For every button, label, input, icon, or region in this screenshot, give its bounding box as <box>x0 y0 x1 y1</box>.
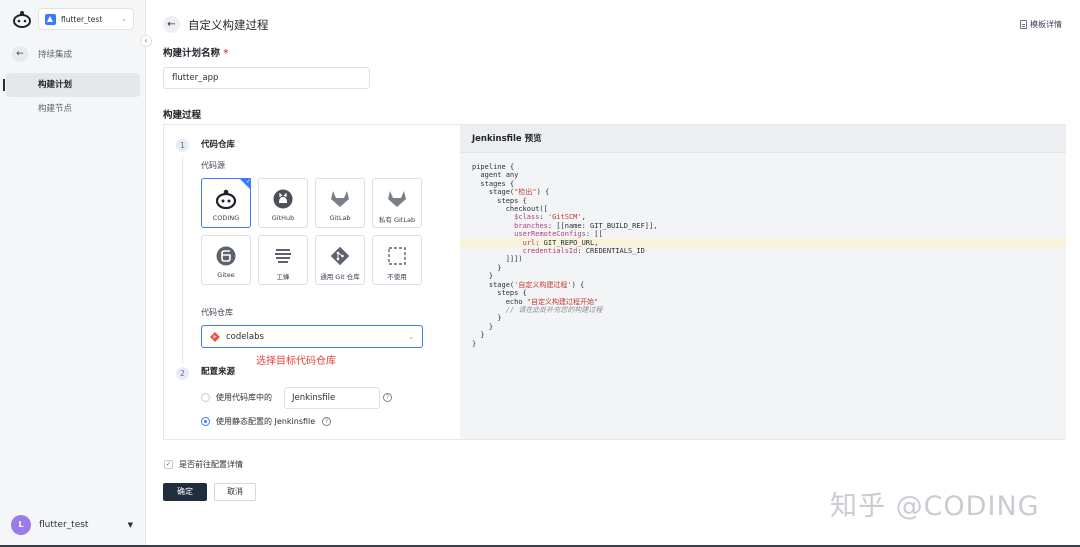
watermark: 知乎 @CODING <box>830 491 1040 522</box>
sidebar-item-build-nodes[interactable]: 构建节点 <box>6 97 140 121</box>
jenkinsfile-preview-pane: Jenkinsfile 预览 pipeline { agent any stag… <box>460 125 1066 439</box>
source-card-none[interactable]: 不使用 <box>372 235 422 285</box>
source-card-gitlab[interactable]: GitLab <box>315 178 365 228</box>
git-repo-icon <box>210 331 220 342</box>
config-pane: 1 代码仓库 代码源 CODING <box>164 125 460 439</box>
gitee-icon <box>216 246 236 266</box>
step-2-number: 2 <box>176 367 189 380</box>
process-label: 构建过程 <box>163 110 202 121</box>
page-title: 自定义构建过程 <box>188 18 269 32</box>
user-name: flutter_test <box>39 520 89 530</box>
jenkinsfile-code: pipeline { agent any stages { stage("检出"… <box>472 163 658 348</box>
step-connector <box>182 157 183 363</box>
build-process-panel: 1 代码仓库 代码源 CODING <box>163 124 1066 440</box>
user-menu[interactable]: L flutter_test ▼ <box>11 515 133 535</box>
highlighted-line <box>460 238 1066 247</box>
source-card-coding[interactable]: CODING <box>201 178 251 228</box>
required-mark: * <box>223 48 229 59</box>
radio-use-static-jenkinsfile[interactable] <box>201 417 210 426</box>
source-card-private-gitlab[interactable]: 私有 GitLab <box>372 178 422 228</box>
step-1-number: 1 <box>176 139 189 152</box>
document-icon <box>1020 20 1027 29</box>
source-label-text: Gitee <box>217 271 235 279</box>
plan-name-label-text: 构建计划名称 <box>163 48 221 59</box>
confirm-button[interactable]: 确定 <box>163 483 207 501</box>
radio-static-label: 使用静态配置的 Jenkinsfile <box>216 417 316 426</box>
gongfeng-icon <box>275 249 291 263</box>
step-1-title: 代码仓库 <box>201 140 236 150</box>
arrow-left-icon: ← <box>12 46 28 62</box>
gitlab-icon <box>331 191 349 207</box>
bottom-border <box>0 545 1080 547</box>
jenkinsfile-path-input[interactable]: Jenkinsfile <box>284 387 380 409</box>
selected-check-icon <box>239 178 251 190</box>
github-icon <box>273 189 293 209</box>
collapse-sidebar-button[interactable]: ‹ <box>140 35 152 47</box>
sidebar-item-label: 构建计划 <box>38 80 73 90</box>
source-card-generic-git[interactable]: 通用 Git 仓库 <box>315 235 365 285</box>
back-to-ci-link[interactable]: ← 持续集成 <box>12 46 72 62</box>
help-icon[interactable]: ? <box>322 417 331 426</box>
source-label-text: 通用 Git 仓库 <box>320 273 360 281</box>
source-card-github[interactable]: GitHub <box>258 178 308 228</box>
step-2-title: 配置来源 <box>201 367 236 377</box>
page-back-button[interactable]: ← <box>163 16 180 33</box>
project-icon <box>45 13 56 25</box>
project-name: flutter_test <box>61 14 103 24</box>
source-card-gitee[interactable]: Gitee <box>201 235 251 285</box>
source-label-text: 私有 GitLab <box>378 216 416 224</box>
back-label: 持续集成 <box>38 50 73 60</box>
repo-label: 代码仓库 <box>201 308 233 317</box>
radio-repo-label: 使用代码库中的 <box>216 393 272 402</box>
radio-use-repo-jenkinsfile[interactable] <box>201 393 210 402</box>
coding-logo-icon[interactable] <box>12 10 32 28</box>
project-selector[interactable]: flutter_test ⌄ <box>38 8 134 30</box>
caret-down-icon: ▼ <box>127 521 133 529</box>
repo-select[interactable]: codelabs ⌄ <box>201 325 423 348</box>
goto-details-label: 是否前往配置详情 <box>179 460 243 469</box>
source-label-text: 工蜂 <box>276 273 290 281</box>
sidebar-item-build-plans[interactable]: 构建计划 <box>3 73 140 97</box>
source-label-text: 不使用 <box>387 273 407 281</box>
select-repo-hint: 选择目标代码仓库 <box>256 356 336 367</box>
private-gitlab-icon <box>388 191 406 207</box>
chevron-down-icon: ⌄ <box>121 15 127 23</box>
goto-details-checkbox[interactable]: ✓ <box>164 460 173 469</box>
plan-name-input[interactable]: flutter_app <box>163 67 370 89</box>
coding-icon <box>215 189 237 210</box>
source-label-text: GitHub <box>271 214 295 222</box>
plan-name-label: 构建计划名称 * <box>163 45 228 59</box>
source-label: 代码源 <box>201 161 225 170</box>
help-icon[interactable]: ? <box>383 393 392 402</box>
sidebar-item-label: 构建节点 <box>38 104 73 114</box>
git-icon <box>330 246 350 266</box>
template-link-label: 模板详情 <box>1030 20 1062 29</box>
chevron-down-icon: ⌄ <box>408 332 414 341</box>
repo-select-value: codelabs <box>226 331 264 342</box>
source-card-gongfeng[interactable]: 工蜂 <box>258 235 308 285</box>
source-label-text: CODING <box>212 214 240 222</box>
template-details-link[interactable]: 模板详情 <box>1020 19 1062 30</box>
cancel-button[interactable]: 取消 <box>214 483 256 501</box>
avatar: L <box>11 515 31 535</box>
none-icon <box>388 247 406 265</box>
preview-title: Jenkinsfile 预览 <box>460 125 1066 153</box>
source-label-text: GitLab <box>329 214 351 222</box>
sidebar: flutter_test ⌄ ‹ ← 持续集成 构建计划 构建节点 L flut… <box>0 0 152 547</box>
